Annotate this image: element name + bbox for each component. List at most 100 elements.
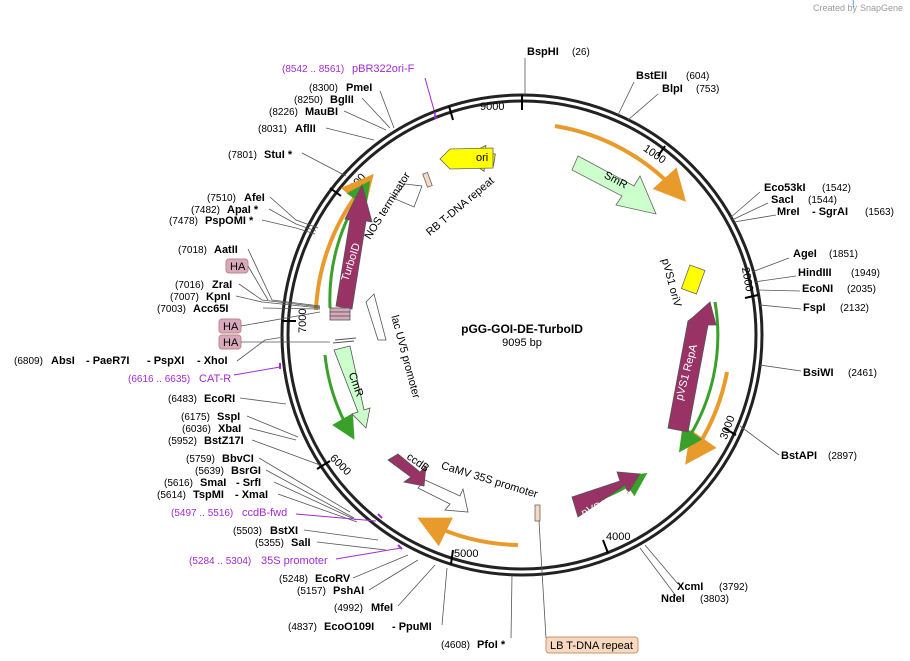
feature-ori-body[interactable] — [439, 147, 494, 170]
site-name[interactable]: XbaI — [218, 423, 241, 435]
site-pos: (2035) — [847, 284, 876, 295]
site-name[interactable]: BstEII — [636, 70, 667, 82]
feature-turboid[interactable] — [335, 183, 373, 310]
site-name[interactable]: SacI — [771, 194, 794, 206]
site-name[interactable]: AflII — [295, 123, 316, 135]
site-pos: (5759) — [186, 454, 215, 465]
feature-nos[interactable] — [392, 183, 423, 208]
site-pos: (6175) — [181, 412, 210, 423]
site-name-srfi[interactable]: - SrfI — [236, 477, 261, 489]
site-pos: (7007) — [170, 292, 199, 303]
site-name[interactable]: BspHI — [527, 46, 559, 58]
site-pos: (3792) — [719, 582, 748, 593]
site-name[interactable]: MfeI — [371, 602, 393, 614]
lb-tdna-label-box[interactable]: LB T-DNA repeat — [545, 636, 639, 654]
site-name[interactable]: HindIII — [798, 267, 832, 279]
site-name[interactable]: EcoRI — [204, 393, 235, 405]
site-name-xmai[interactable]: - XmaI — [235, 489, 268, 501]
ha-tag-3[interactable]: HA — [218, 334, 242, 350]
primer-name[interactable]: 35S promoter — [261, 555, 328, 567]
tick-6000: 6000 — [327, 452, 353, 478]
site-name[interactable]: BstAPI — [781, 450, 817, 462]
site-name[interactable]: TspMI — [193, 489, 224, 501]
site-name[interactable]: KpnI — [206, 291, 230, 303]
site-name[interactable]: PspOMI * — [205, 215, 254, 227]
site-name[interactable]: BstXI — [270, 525, 298, 537]
site-name-ppumi[interactable]: - PpuMI — [392, 621, 432, 633]
site-name[interactable]: AfeI — [244, 192, 265, 204]
site-name[interactable]: Eco53kI — [764, 182, 806, 194]
orf-arc-ccdb — [417, 517, 519, 547]
site-name[interactable]: EcoO109I — [324, 621, 374, 633]
site-name-absi[interactable]: AbsI — [51, 355, 75, 367]
site-name[interactable]: BsiWI — [803, 367, 834, 379]
site-name[interactable]: EcoNI — [802, 283, 833, 295]
site-name[interactable]: PmeI — [346, 82, 372, 94]
site-name[interactable]: BglII — [330, 94, 354, 106]
primer-name[interactable]: pBR322ori-F — [352, 63, 415, 75]
site-name[interactable]: EcoRV — [315, 573, 351, 585]
feature-pvs1-repa[interactable] — [667, 301, 717, 433]
site-pos: (2897) — [828, 451, 857, 462]
site-pos: (6809) — [14, 356, 43, 367]
tick-9000: 9000 — [480, 101, 504, 113]
site-name[interactable]: Acc65I — [193, 303, 228, 315]
primer-pos: (5284 .. 5304) — [189, 556, 251, 567]
site-pos: (753) — [696, 84, 719, 95]
site-name[interactable]: AgeI — [793, 248, 817, 260]
site-name-pspxi[interactable]: - PspXI — [147, 355, 184, 367]
site-name[interactable]: XcmI — [677, 581, 703, 593]
site-name-sgrai[interactable]: - SgrAI — [812, 206, 848, 218]
site-name[interactable]: PshAI — [333, 585, 364, 597]
site-pos: (2461) — [848, 368, 877, 379]
site-name[interactable]: FspI — [803, 302, 826, 314]
feature-pvs1-oriv-label: pVS1 oriV — [659, 257, 684, 309]
site-name[interactable]: ZraI — [212, 279, 232, 291]
site-name[interactable]: BstZ17I — [204, 435, 244, 447]
plasmid-name: pGG-GOI-DE-TurboID — [461, 322, 583, 336]
site-pos: (5639) — [195, 466, 224, 477]
site-pos: (6036) — [182, 424, 211, 435]
site-pos: (7478) — [169, 216, 198, 227]
ha-tag-1[interactable]: HA — [225, 258, 249, 274]
feature-lb[interactable] — [534, 504, 541, 522]
feature-rb[interactable] — [422, 171, 433, 188]
site-name[interactable]: MreI — [777, 206, 800, 218]
feature-camv35s[interactable] — [417, 479, 469, 513]
feature-lac-uv5-icon[interactable] — [365, 293, 387, 341]
site-name[interactable]: AatII — [214, 244, 238, 256]
site-pos: (5952) — [168, 436, 197, 447]
translation-arc-cmr — [323, 354, 355, 440]
site-name[interactable]: ApaI * — [227, 204, 259, 216]
site-name[interactable]: SalI — [291, 537, 311, 549]
site-pos: (1544) — [808, 195, 837, 206]
ha-tag-2[interactable]: HA — [218, 318, 242, 334]
site-name-paer7i[interactable]: - PaeR7I — [86, 355, 129, 367]
site-pos: (1542) — [822, 183, 851, 194]
site-name[interactable]: SspI — [217, 411, 240, 423]
site-name[interactable]: StuI * — [264, 149, 293, 161]
feature-pvs1-oriv[interactable] — [680, 264, 706, 295]
site-pos: (2132) — [840, 303, 869, 314]
site-pos: (1563) — [865, 207, 894, 218]
site-name[interactable]: PfoI * — [477, 639, 506, 651]
site-name[interactable]: NdeI — [661, 593, 685, 605]
primer-name[interactable]: CAT-R — [199, 373, 231, 385]
svg-text:HA: HA — [223, 337, 239, 349]
site-name[interactable]: BbvCI — [222, 453, 254, 465]
site-pos: (8300) — [309, 83, 338, 94]
site-name[interactable]: MauBI — [305, 106, 338, 118]
site-name[interactable]: BlpI — [662, 83, 683, 95]
site-name[interactable]: SmaI — [200, 477, 226, 489]
site-name-xhoi[interactable]: - XhoI — [197, 355, 228, 367]
feature-smr[interactable] — [571, 155, 657, 215]
feature-ccdb[interactable] — [387, 453, 427, 487]
feature-cmr[interactable] — [333, 345, 371, 429]
site-pos: (7510) — [207, 193, 236, 204]
feature-lac-uv5-label: lac UV5 promoter — [388, 314, 422, 400]
site-pos: (5614) — [157, 490, 186, 501]
feature-pvs1-staa[interactable] — [571, 471, 641, 518]
site-name[interactable]: BsrGI — [231, 465, 261, 477]
primer-name[interactable]: ccdB-fwd — [242, 507, 287, 519]
svg-text:HA: HA — [230, 261, 246, 273]
